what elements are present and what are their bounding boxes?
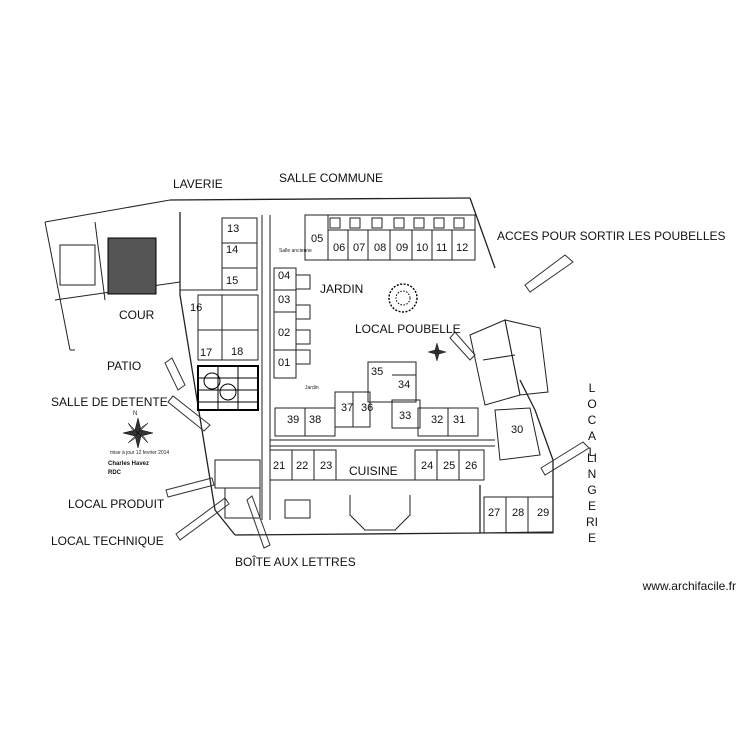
room-31: 31 bbox=[453, 414, 466, 426]
room-39: 39 bbox=[287, 414, 300, 426]
room-04: 04 bbox=[278, 270, 291, 282]
room-33: 33 bbox=[399, 410, 412, 422]
room-21: 21 bbox=[273, 460, 286, 472]
label-jardin: JARDIN bbox=[320, 282, 364, 296]
title-author: Charles Havez bbox=[108, 461, 150, 467]
room-30 bbox=[494, 407, 541, 461]
room-29: 29 bbox=[537, 507, 550, 519]
room-12: 12 bbox=[456, 242, 469, 254]
garden-tree bbox=[388, 283, 418, 313]
title-level: RDC bbox=[108, 470, 121, 476]
room-38: 38 bbox=[309, 414, 322, 426]
room-22: 22 bbox=[296, 460, 309, 472]
local-rooms-left bbox=[214, 459, 261, 519]
room-30: 30 bbox=[511, 424, 524, 436]
cuisine bbox=[284, 479, 415, 531]
room-10: 10 bbox=[416, 242, 429, 254]
rooms-27-29 bbox=[483, 496, 554, 534]
small-label-jardin: Jardin bbox=[305, 385, 319, 391]
room-23: 23 bbox=[320, 460, 333, 472]
room-13: 13 bbox=[227, 223, 240, 235]
room-09: 09 bbox=[396, 242, 409, 254]
room-35: 35 bbox=[371, 366, 384, 378]
label-boite-lettres: BOÎTE AUX LETTRES bbox=[235, 555, 356, 569]
room-14: 14 bbox=[226, 244, 239, 256]
local-poubelle-block bbox=[469, 319, 549, 406]
patio bbox=[197, 365, 259, 411]
arrows bbox=[164, 254, 590, 549]
room-28: 28 bbox=[512, 507, 525, 519]
room-01: 01 bbox=[278, 357, 291, 369]
room-08: 08 bbox=[374, 242, 387, 254]
laverie-block bbox=[180, 217, 258, 291]
room-07: 07 bbox=[353, 242, 366, 254]
label-local-technique: LOCAL TECHNIQUE bbox=[51, 534, 164, 548]
label-salle-commune: SALLE COMMUNE bbox=[279, 171, 384, 185]
room-37: 37 bbox=[341, 402, 354, 414]
label-acces-poubelles: ACCES POUR SORTIR LES POUBELLES bbox=[497, 229, 726, 243]
rooms-21-26 bbox=[269, 449, 485, 481]
room-02: 02 bbox=[278, 327, 291, 339]
compass-rose-main bbox=[122, 417, 154, 449]
room-34: 34 bbox=[398, 379, 411, 391]
room-32: 32 bbox=[431, 414, 444, 426]
rooms-01-04 bbox=[273, 267, 311, 379]
room-03: 03 bbox=[278, 294, 291, 306]
label-patio: PATIO bbox=[107, 359, 142, 373]
room-18: 18 bbox=[231, 346, 244, 358]
room-16: 16 bbox=[190, 302, 203, 314]
room-26: 26 bbox=[465, 460, 478, 472]
label-lingerie-vertical: LINGERIE bbox=[586, 451, 598, 545]
label-cour: COUR bbox=[119, 308, 155, 322]
room-25: 25 bbox=[443, 460, 456, 472]
footer-watermark[interactable]: www.archifacile.fr bbox=[642, 579, 736, 593]
rooms-middle-row bbox=[270, 407, 495, 447]
label-local-produit: LOCAL PRODUIT bbox=[68, 497, 165, 511]
room-05: 05 bbox=[311, 233, 324, 245]
compass-north: N bbox=[133, 411, 138, 417]
room-17: 17 bbox=[200, 347, 213, 359]
label-cuisine: CUISINE bbox=[349, 464, 398, 478]
rooms-05-12 bbox=[304, 214, 476, 261]
label-local-vertical: LOCAL bbox=[587, 381, 597, 459]
label-salle-detente: SALLE DE DETENTE bbox=[51, 395, 168, 409]
left-annex bbox=[44, 199, 181, 351]
title-date: mise à jour 12 fevrier 2014 bbox=[110, 450, 170, 456]
room-24: 24 bbox=[421, 460, 434, 472]
room-15: 15 bbox=[226, 275, 239, 287]
compass-rose-small bbox=[427, 342, 447, 362]
label-laverie: LAVERIE bbox=[173, 177, 223, 191]
small-label-salle-ancienne: Salle ancienne bbox=[279, 248, 312, 254]
room-36: 36 bbox=[361, 402, 374, 414]
central-corridor bbox=[261, 215, 271, 520]
room-27: 27 bbox=[488, 507, 501, 519]
label-local-poubelle: LOCAL POUBELLE bbox=[355, 322, 461, 336]
rooms-16-18 bbox=[197, 294, 259, 361]
room-06: 06 bbox=[333, 242, 346, 254]
room-11: 11 bbox=[436, 242, 448, 254]
